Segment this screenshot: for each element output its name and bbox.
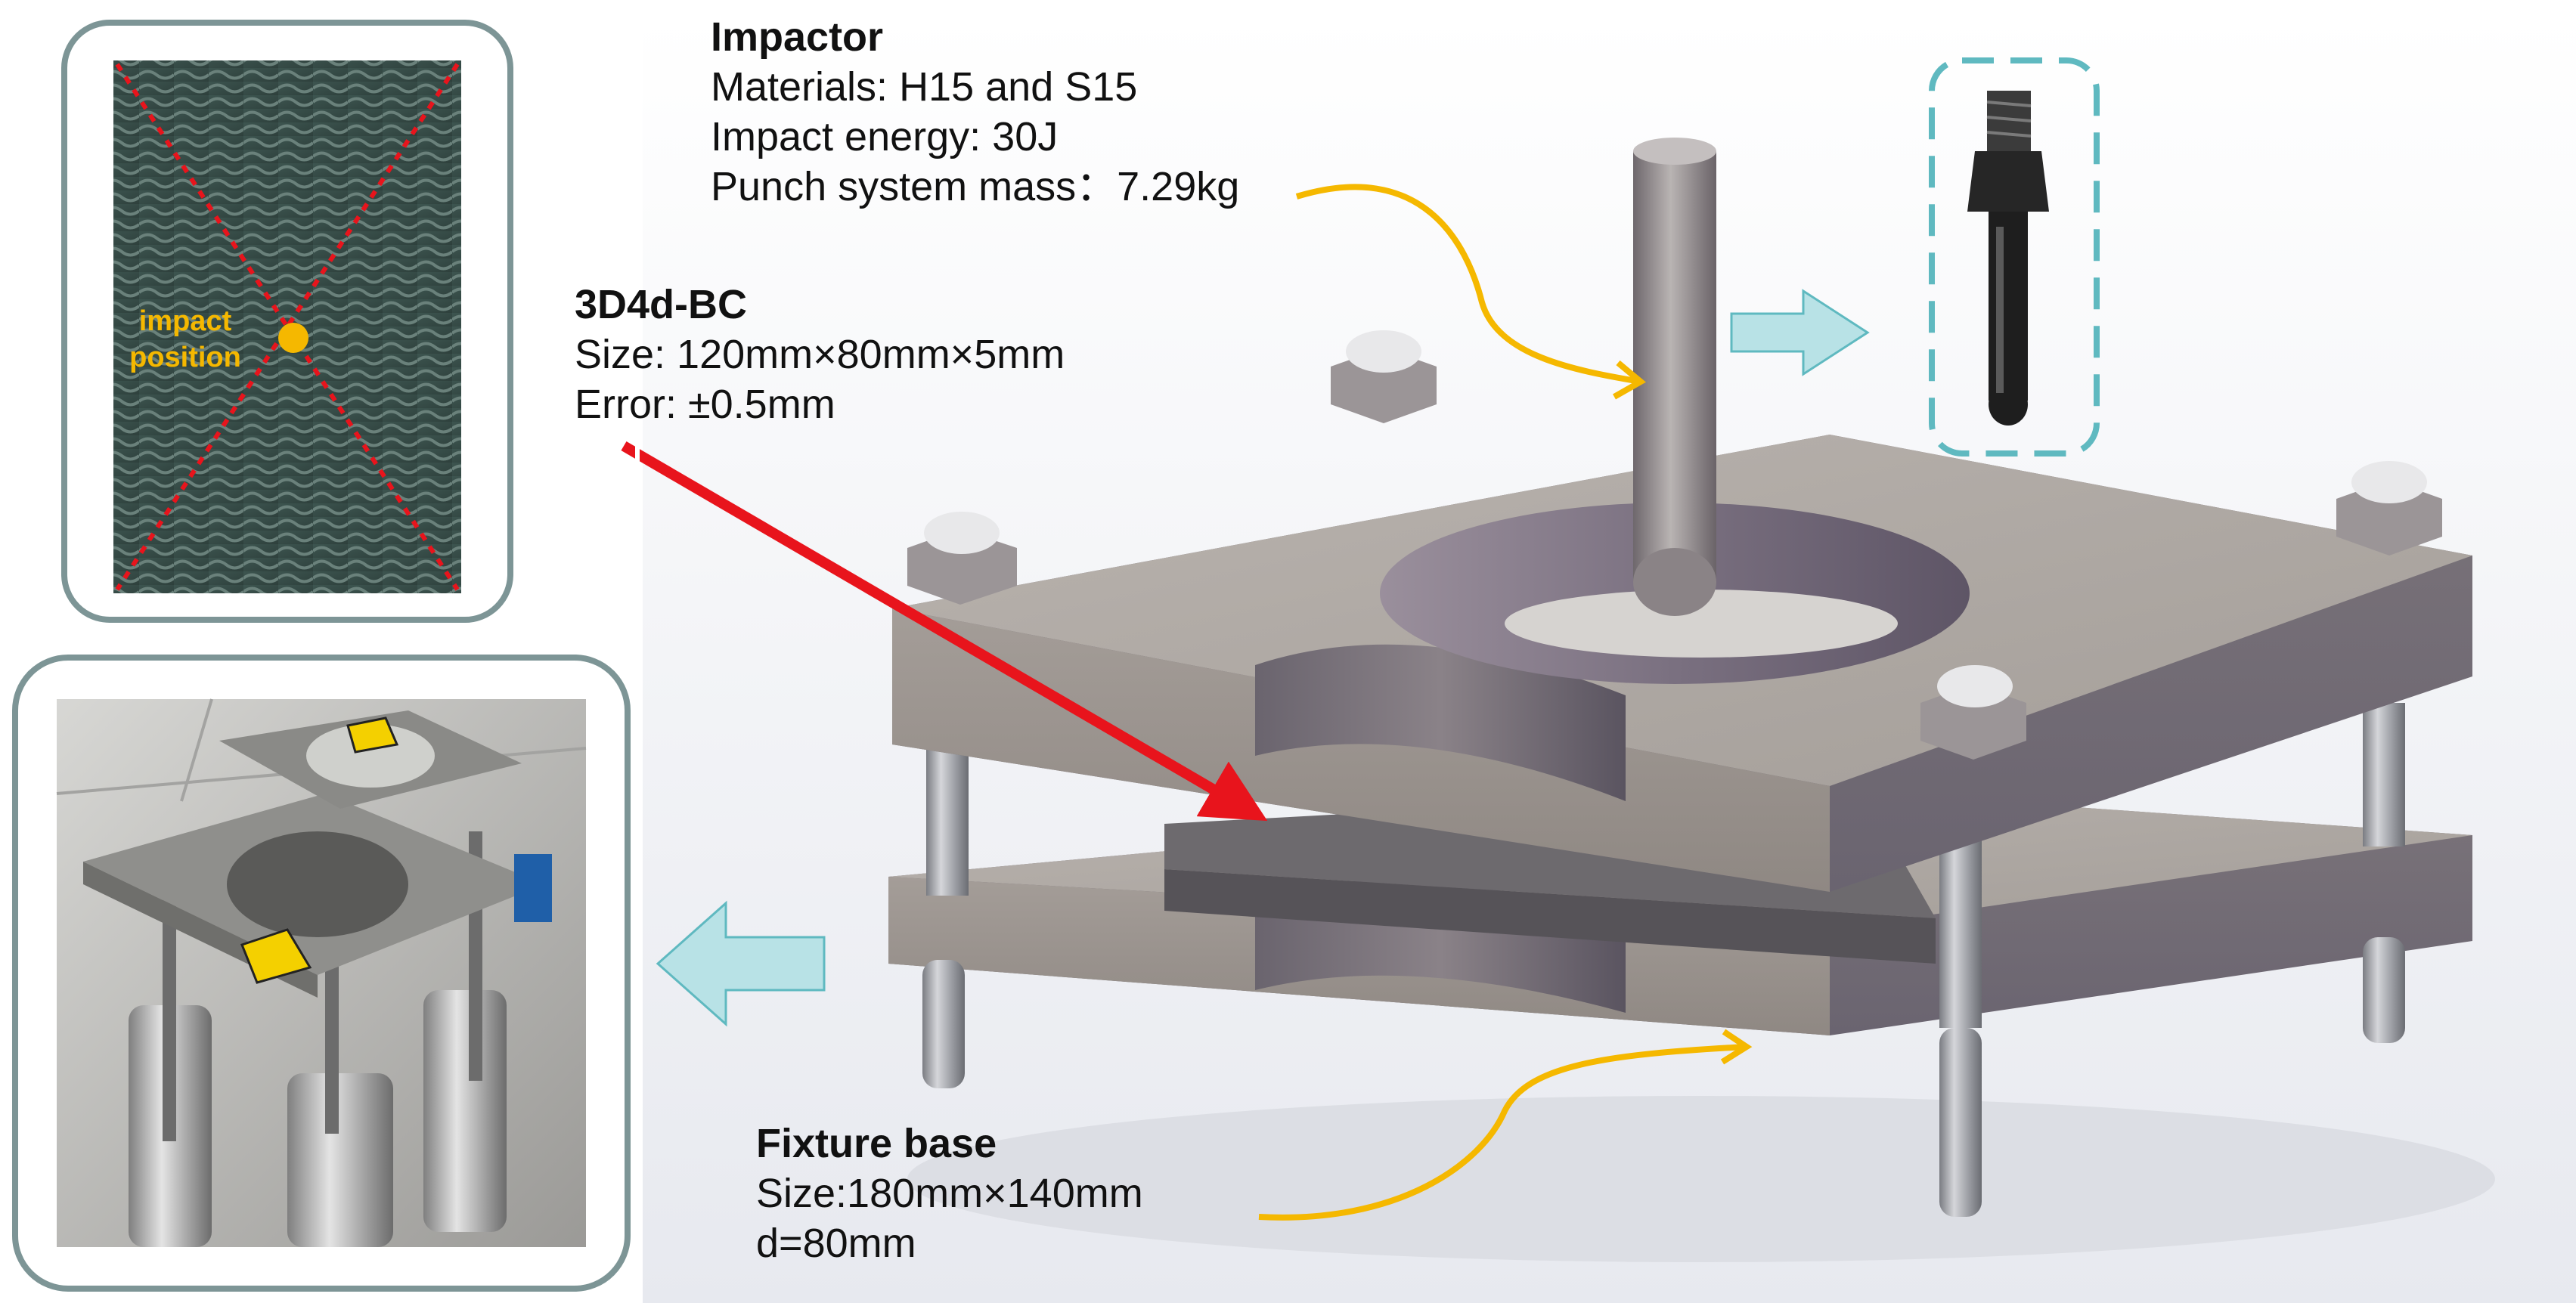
bolt (2336, 461, 2442, 556)
impactor-photo-frame (1929, 57, 2100, 457)
specimen-plate-edge (1164, 869, 1936, 964)
impactor-line: Punch system mass：7.29kg (711, 164, 1240, 209)
specimen-label: 3D4d-BC Size: 120mm×80mm×5mm Error: ±0.5… (575, 280, 1065, 429)
diagonal-line (115, 63, 460, 591)
upper-plate-cutout (1255, 644, 1626, 801)
impactor-connector (1295, 184, 1641, 385)
specimen-line: Size: 120mm×80mm×5mm (575, 332, 1065, 377)
impactor-line: Impact energy: 30J (711, 114, 1059, 159)
fixture-line: d=80mm (756, 1221, 916, 1266)
fixture-connector (1258, 1044, 1747, 1221)
impact-position-dot (278, 323, 308, 353)
impactor-label: Impactor Materials: H15 and S15 Impact e… (711, 12, 1239, 212)
right-block-arrow (1730, 289, 1870, 376)
impactor-title: Impactor (711, 14, 884, 60)
fixture-label: Fixture base Size:180mm×140mm d=80mm (756, 1119, 1143, 1268)
post (926, 744, 969, 896)
specimen-title: 3D4d-BC (575, 282, 748, 327)
upper-plate-front (892, 608, 1830, 892)
specimen-pointer-arrow (621, 441, 1268, 822)
bolt (1920, 665, 2026, 760)
fixture-title: Fixture base (756, 1121, 997, 1166)
fixture-3d-model (888, 138, 2472, 1217)
leg (922, 960, 965, 1088)
leg (2363, 937, 2405, 1043)
impactor-photo (1967, 91, 2049, 426)
post (2363, 703, 2405, 846)
punch-rod-tip (1633, 548, 1716, 616)
bolt (907, 512, 1017, 605)
diagonal-line (115, 63, 460, 591)
separator (635, 15, 640, 1300)
rig-photo (56, 698, 587, 1247)
fixture-line: Size:180mm×140mm (756, 1171, 1143, 1216)
floor-shadow (907, 1096, 2495, 1262)
leg (1939, 1028, 1982, 1217)
hole-bottom (1505, 590, 1898, 658)
punch-rod-top (1633, 138, 1716, 165)
specimen-line: Error: ±0.5mm (575, 382, 835, 427)
impact-label-line2: position (129, 342, 241, 373)
impactor-line: Materials: H15 and S15 (711, 64, 1138, 110)
bolt (1331, 330, 1437, 423)
left-block-arrow (656, 900, 826, 1027)
impact-label-line1: impact (139, 305, 232, 337)
fixture-connector-head (1720, 1029, 1753, 1065)
punch-rod (1633, 151, 1716, 582)
impactor-connector-head (1613, 360, 1646, 400)
